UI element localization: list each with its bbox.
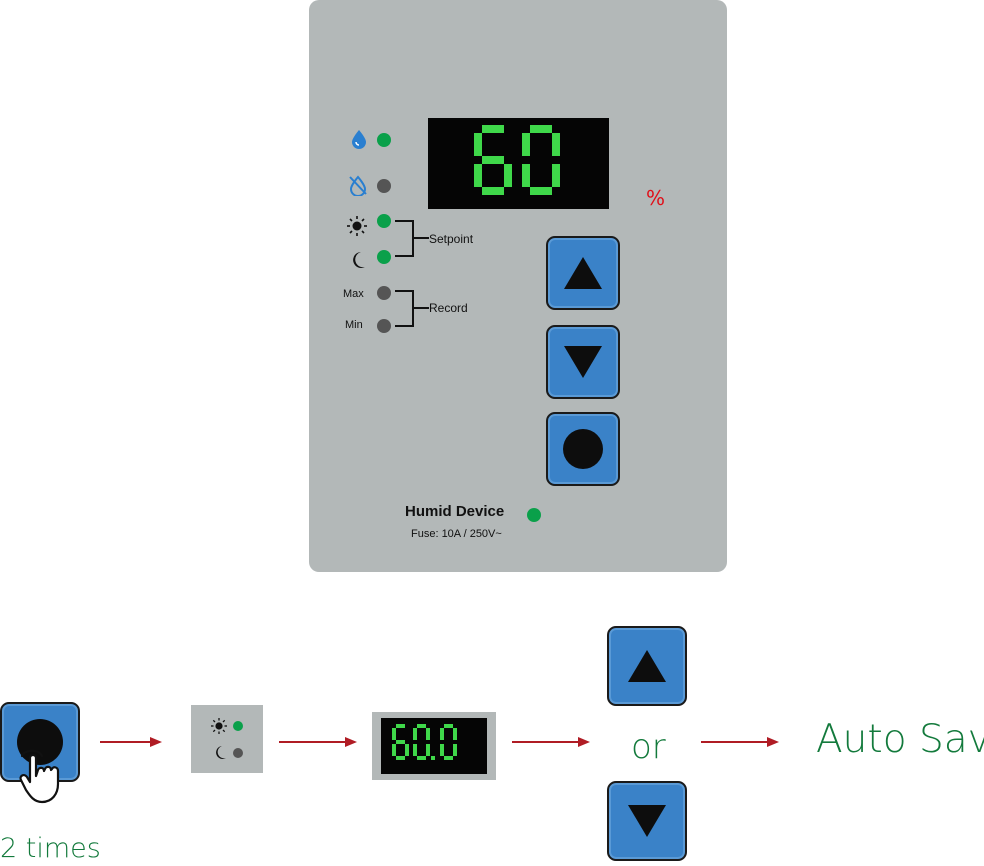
device-name: Humid Device — [405, 503, 505, 520]
segment-c — [551, 163, 560, 187]
circle-icon — [563, 429, 603, 469]
step-arrow-3 — [512, 737, 590, 747]
min-record-led — [377, 319, 391, 333]
step-up-button[interactable] — [607, 626, 687, 706]
set-button[interactable] — [546, 412, 620, 486]
step-down-button[interactable] — [607, 781, 687, 861]
moon-icon — [216, 746, 226, 759]
hand-pointer-icon — [19, 749, 60, 804]
segment-d — [396, 756, 405, 760]
segment-g — [481, 155, 504, 164]
segment-d — [481, 186, 504, 195]
segment-f — [413, 728, 417, 740]
press-count-label: 2 times — [0, 833, 101, 864]
record-label: Record — [429, 301, 468, 315]
segment-c — [453, 744, 457, 756]
mini-display — [381, 718, 487, 774]
humidity-off-led — [377, 179, 391, 193]
segment-g — [396, 740, 405, 744]
decimal-point — [431, 756, 435, 760]
step-arrow-2 — [279, 737, 357, 747]
segment-a — [529, 124, 552, 133]
segment-e — [413, 744, 417, 756]
segment-e — [440, 744, 444, 756]
segment-a — [396, 724, 405, 728]
segment-c — [503, 163, 512, 187]
no-water-icon — [349, 175, 367, 196]
device-panel: Setpoint Max Min Record % Humid Device F… — [309, 0, 727, 572]
max-label: Max — [343, 288, 364, 300]
up-arrow-icon — [628, 650, 666, 682]
moon-icon — [353, 252, 365, 268]
record-bracket — [395, 290, 429, 327]
segment-b — [551, 132, 560, 156]
down-arrow-icon — [628, 805, 666, 837]
setpoint-mini-panel — [191, 705, 263, 773]
up-arrow-icon — [564, 257, 602, 289]
down-button[interactable] — [546, 325, 620, 399]
segment-a — [444, 724, 453, 728]
auto-save-label: Auto Save — [816, 717, 984, 762]
segment-f — [392, 728, 396, 740]
segment-c — [426, 744, 430, 756]
max-record-led — [377, 286, 391, 300]
display-digits — [473, 124, 560, 195]
device-led — [527, 508, 541, 522]
mini-display-frame — [372, 712, 496, 780]
sun-icon — [211, 718, 227, 734]
night-setpoint-led — [233, 748, 243, 758]
or-label: or — [631, 727, 666, 767]
humidity-led — [377, 133, 391, 147]
day-setpoint-led — [233, 721, 243, 731]
segment-e — [473, 163, 482, 187]
night-setpoint-led — [377, 250, 391, 264]
sun-icon — [347, 216, 367, 236]
main-display — [428, 118, 609, 209]
circle-icon — [17, 719, 63, 765]
setpoint-label: Setpoint — [429, 232, 474, 246]
segment-d — [529, 186, 552, 195]
segment-a — [417, 724, 426, 728]
step-arrow-1 — [100, 737, 162, 747]
segment-c — [405, 744, 409, 756]
segment-b — [426, 728, 430, 740]
segment-d — [417, 756, 426, 760]
day-setpoint-led — [377, 214, 391, 228]
water-drop-icon — [352, 130, 366, 149]
up-button[interactable] — [546, 236, 620, 310]
segment-f — [521, 132, 530, 156]
unit-label: % — [646, 186, 666, 210]
display-digits — [392, 724, 457, 760]
segment-e — [392, 744, 396, 756]
fuse-label: Fuse: 10A / 250V~ — [411, 528, 502, 540]
down-arrow-icon — [564, 346, 602, 378]
segment-d — [444, 756, 453, 760]
segment-e — [521, 163, 530, 187]
segment-f — [473, 132, 482, 156]
segment-b — [453, 728, 457, 740]
segment-f — [440, 728, 444, 740]
min-label: Min — [345, 319, 363, 331]
segment-a — [481, 124, 504, 133]
setpoint-bracket — [395, 220, 429, 257]
step-arrow-4 — [701, 737, 779, 747]
